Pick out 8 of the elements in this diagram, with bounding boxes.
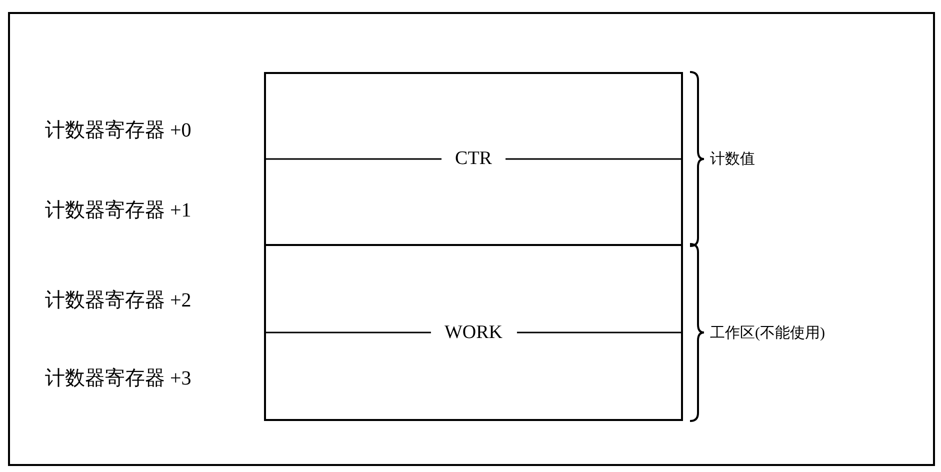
brace-label: 工作区(不能使用) bbox=[710, 324, 825, 342]
brace-label: 计数值 bbox=[710, 150, 755, 168]
register-label: 计数器寄存器 +0 bbox=[45, 118, 192, 144]
memory-block bbox=[264, 244, 683, 421]
register-label: 计数器寄存器 +3 bbox=[45, 366, 192, 392]
memory-block bbox=[264, 72, 683, 246]
register-label: 计数器寄存器 +2 bbox=[45, 288, 192, 314]
register-label: 计数器寄存器 +1 bbox=[45, 198, 192, 224]
